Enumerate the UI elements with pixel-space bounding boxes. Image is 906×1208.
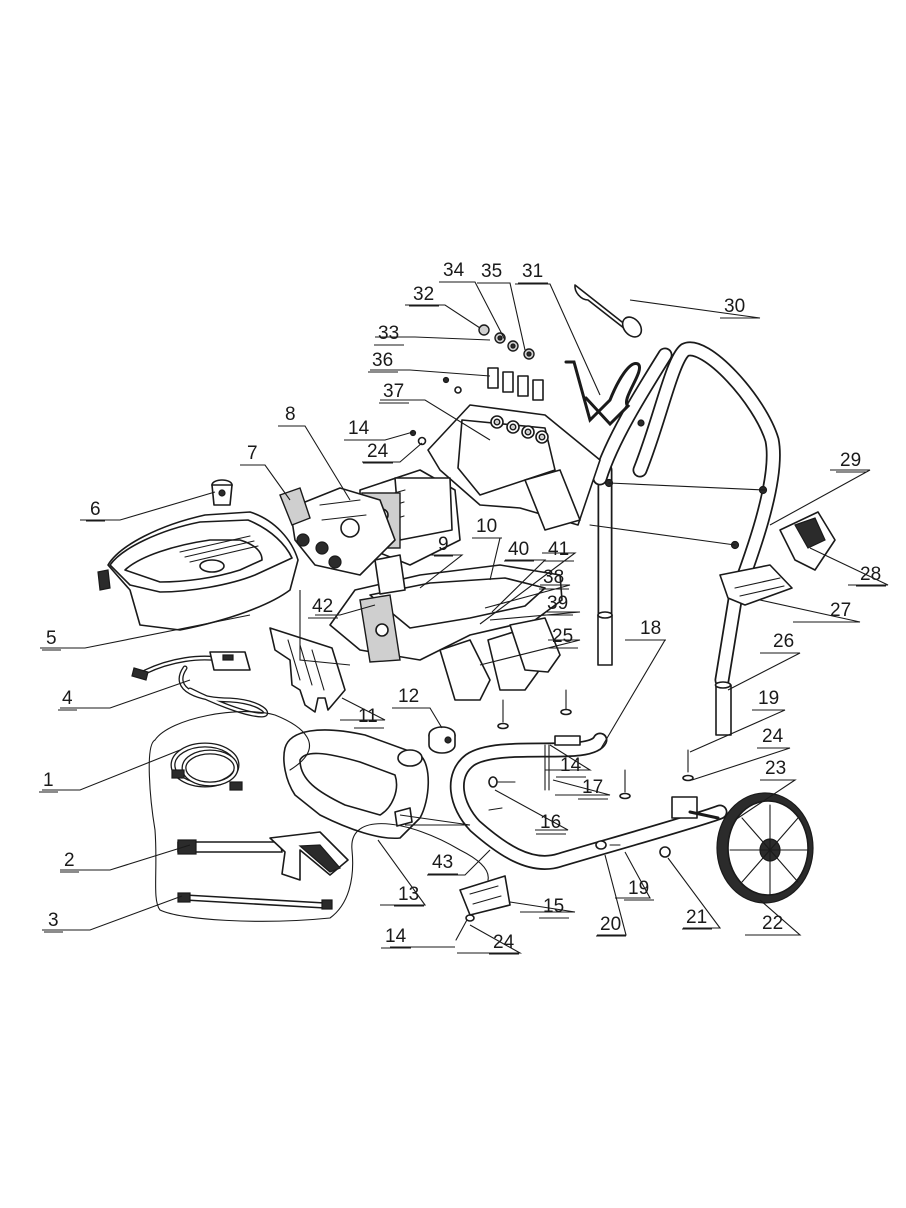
callout-31: 31	[522, 261, 543, 282]
callout-39: 39	[547, 593, 568, 614]
detergent-tank	[283, 729, 430, 840]
callout-18: 18	[640, 618, 661, 639]
callout-22: 22	[762, 913, 783, 934]
callout-24: 24	[367, 441, 389, 462]
callout-13: 13	[398, 884, 419, 905]
callout-33: 33	[378, 323, 399, 344]
callout-16: 16	[540, 812, 561, 833]
callout-12: 12	[398, 686, 419, 707]
lower-frame	[449, 611, 732, 870]
callout-42: 42	[312, 596, 333, 617]
nozzle-holder	[719, 511, 836, 606]
callout-37: 37	[383, 381, 404, 402]
callout-11: 11	[358, 706, 378, 727]
pump	[279, 487, 396, 576]
callout-29: 29	[840, 450, 861, 471]
callout-2: 2	[64, 850, 75, 871]
panel-fittings	[409, 324, 544, 446]
callout-5: 5	[46, 628, 57, 649]
callout-20: 20	[600, 914, 621, 935]
spray-wand	[177, 892, 333, 910]
callout-15: 15	[543, 896, 564, 917]
high-pressure-hose	[170, 742, 243, 791]
callout-25: 25	[552, 626, 573, 647]
callout-4: 4	[62, 688, 73, 709]
base-tray	[329, 554, 563, 701]
callout-10: 10	[476, 516, 497, 537]
callout-40: 40	[508, 539, 529, 560]
callout-9: 9	[438, 534, 449, 555]
callout-26: 26	[773, 631, 794, 652]
callout-24: 24	[493, 932, 515, 953]
callout-36: 36	[372, 350, 393, 371]
callout-43: 43	[432, 852, 453, 873]
hose-hook	[564, 360, 642, 427]
callout-8: 8	[285, 404, 296, 425]
power-cord-gfci	[131, 651, 269, 718]
callout-34: 34	[443, 260, 465, 281]
callout-41: 41	[548, 539, 569, 560]
callout-28: 28	[860, 564, 881, 585]
hose-panel	[269, 627, 346, 713]
callout-24: 24	[762, 726, 784, 747]
callout-7: 7	[247, 443, 258, 464]
control-panel	[427, 404, 601, 531]
leader-lines	[40, 281, 889, 954]
wheel	[716, 792, 814, 904]
callout-14: 14	[385, 926, 407, 947]
callout-17: 17	[582, 777, 603, 798]
tank-strap	[544, 744, 550, 791]
callout-14: 14	[560, 755, 582, 776]
callout-23: 23	[765, 758, 786, 779]
frame-handle	[589, 341, 781, 688]
handle-grip	[574, 284, 643, 338]
callout-30: 30	[724, 296, 745, 317]
callout-19: 19	[628, 878, 649, 899]
power-switch	[211, 479, 233, 506]
callout-3: 3	[48, 910, 59, 931]
callout-35: 35	[481, 261, 502, 282]
callout-19: 19	[758, 688, 779, 709]
spray-gun	[177, 831, 349, 881]
rubber-foot	[459, 875, 511, 916]
callout-1: 1	[43, 770, 54, 791]
callout-6: 6	[90, 499, 101, 520]
callout-21: 21	[686, 907, 707, 928]
callout-27: 27	[830, 600, 851, 621]
callout-14: 14	[348, 418, 370, 439]
top-cover	[97, 511, 299, 631]
callout-32: 32	[413, 284, 434, 305]
accessory-outline	[148, 711, 489, 922]
fuel-cap	[428, 726, 456, 754]
fasteners	[455, 689, 694, 941]
callout-38: 38	[543, 567, 564, 588]
